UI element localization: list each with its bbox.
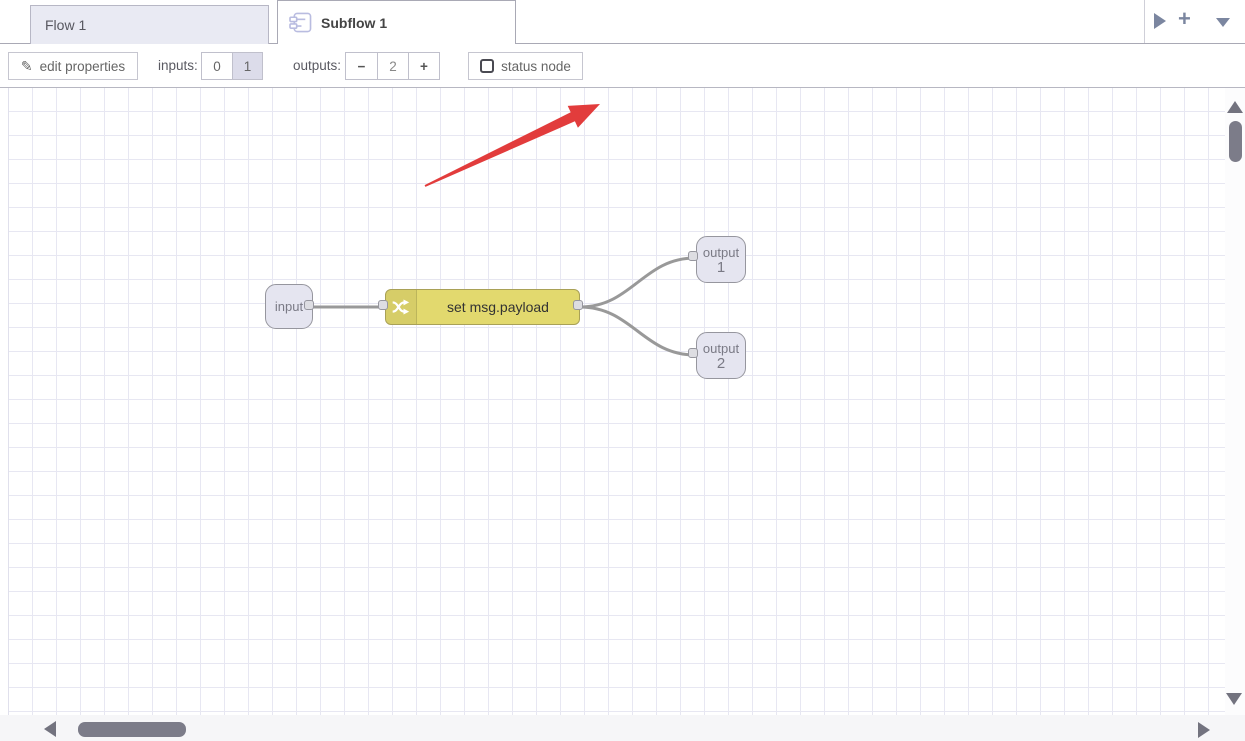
change-icon-box	[386, 290, 417, 324]
scroll-down-icon[interactable]	[1226, 693, 1242, 705]
scroll-left-icon[interactable]	[44, 721, 56, 737]
outputs-increase-button[interactable]: +	[408, 53, 439, 79]
tab-bar: Flow 1 Subflow 1 +	[0, 0, 1245, 44]
tabbar-separator	[1144, 0, 1145, 43]
pencil-icon: ✎	[20, 57, 33, 74]
tab-subflow-1-label: Subflow 1	[321, 14, 388, 31]
status-node-checkbox[interactable]	[480, 59, 495, 73]
input-node-label: input	[274, 299, 304, 314]
subflow-toolbar: ✎ edit properties inputs: 0 1 outputs: −…	[0, 44, 1245, 127]
change-node[interactable]: set msg.payload	[385, 289, 580, 325]
subflow-output-node-1[interactable]: output 1	[696, 236, 746, 283]
horizontal-scrollbar-track[interactable]	[0, 715, 1245, 741]
canvas-grid	[8, 88, 1225, 715]
add-flow-icon[interactable]: +	[1178, 6, 1191, 31]
change-node-output-port[interactable]	[573, 300, 583, 310]
wire-change-to-output1[interactable]	[578, 256, 697, 309]
outputs-label: outputs:	[293, 58, 342, 73]
output1-input-port[interactable]	[688, 251, 698, 261]
inputs-toggle-group: 0 1	[201, 52, 263, 80]
status-node-button[interactable]: status node	[468, 52, 583, 80]
tab-subflow-1[interactable]: Subflow 1	[277, 0, 516, 44]
workspace-canvas[interactable]	[0, 88, 1245, 741]
vertical-scrollbar-track[interactable]	[1225, 88, 1245, 715]
output2-input-port[interactable]	[688, 348, 698, 358]
vertical-scrollbar-thumb[interactable]	[1229, 121, 1242, 162]
edit-properties-label: edit properties	[39, 58, 126, 74]
next-tab-icon[interactable]	[1154, 13, 1166, 29]
change-node-input-port[interactable]	[378, 300, 388, 310]
output1-label: output	[702, 244, 740, 260]
outputs-value[interactable]: 2	[377, 53, 408, 79]
change-node-label: set msg.payload	[447, 299, 549, 315]
inputs-label: inputs:	[158, 58, 198, 73]
status-node-label: status node	[501, 58, 571, 74]
input-node-output-port[interactable]	[304, 300, 314, 310]
inputs-option-1[interactable]: 1	[232, 53, 262, 79]
subflow-output-node-2[interactable]: output 2	[696, 332, 746, 379]
outputs-decrease-button[interactable]: −	[357, 58, 366, 74]
output1-number: 1	[716, 258, 726, 276]
chevron-down-icon[interactable]	[1216, 18, 1230, 27]
tab-flow-1[interactable]: Flow 1	[30, 5, 269, 44]
subflow-icon	[289, 12, 312, 33]
horizontal-scrollbar-thumb[interactable]	[78, 722, 186, 737]
inputs-option-0[interactable]: 0	[213, 58, 221, 74]
shuffle-icon	[391, 297, 411, 317]
output2-number: 2	[716, 354, 726, 372]
output2-label: output	[702, 340, 740, 356]
tab-flow-1-label: Flow 1	[45, 17, 87, 33]
scroll-right-icon[interactable]	[1198, 722, 1210, 738]
outputs-spinner: − 2 +	[345, 52, 440, 80]
wire-change-to-output2[interactable]	[578, 305, 697, 357]
edit-properties-button[interactable]: ✎ edit properties	[8, 52, 138, 80]
scroll-up-icon[interactable]	[1227, 101, 1243, 113]
